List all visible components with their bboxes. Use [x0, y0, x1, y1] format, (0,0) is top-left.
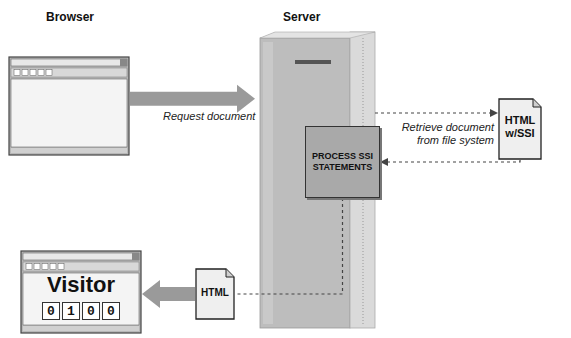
- counter-digit: 1: [62, 302, 80, 320]
- connector-line: [160, 287, 195, 301]
- counter-digit: 0: [82, 302, 100, 320]
- arrow-head: [142, 280, 160, 308]
- process-title: PROCESS SSI STATEMENTS: [310, 151, 375, 173]
- document-title: HTML w/SSI: [501, 114, 539, 140]
- connector-line: [130, 92, 237, 106]
- edge-label: Retrieve document from file system: [380, 121, 494, 147]
- arrow-head: [490, 109, 498, 117]
- diagram-node: HTML w/SSI: [498, 98, 542, 160]
- arrow-head: [237, 85, 255, 113]
- connector-line: [375, 112, 490, 113]
- diagram-node: Visitor0100: [20, 250, 142, 334]
- browser-heading: Browser: [46, 10, 94, 24]
- server-heading: Server: [283, 10, 320, 24]
- document-title: HTML: [197, 287, 233, 298]
- flow-arrow: [130, 85, 255, 113]
- diagram-node: HTML: [195, 268, 235, 320]
- dashed-connector: [375, 109, 498, 117]
- page-heading: Visitor: [20, 273, 142, 297]
- edge-label: Request document: [163, 110, 255, 122]
- counter-digit: 0: [102, 302, 120, 320]
- connector-line: [388, 160, 520, 162]
- browser-window: [8, 8, 130, 158]
- arrow-head: [380, 158, 388, 166]
- diagram-node: ServerPROCESS SSI STATEMENTS: [255, 8, 380, 330]
- process-box: PROCESS SSI STATEMENTS: [305, 126, 380, 198]
- counter-digit: 0: [42, 302, 60, 320]
- diagram-node: Browser: [8, 8, 130, 158]
- flow-arrow: [142, 280, 195, 308]
